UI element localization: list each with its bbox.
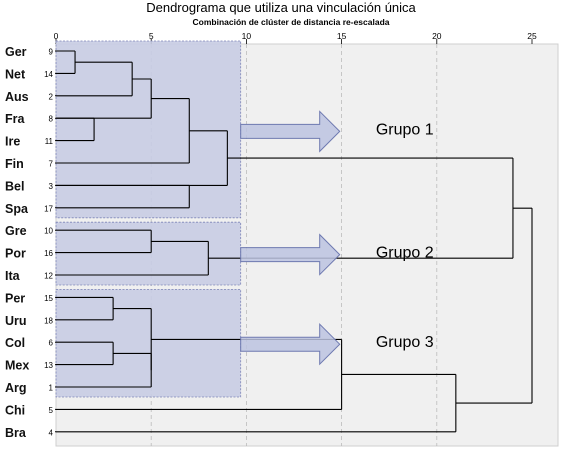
leaf-country-label: Ger xyxy=(5,45,27,59)
leaf-country-label: Fin xyxy=(5,157,24,171)
leaf-country-label: Gre xyxy=(5,224,27,238)
leaf-country-label: Bra xyxy=(5,426,27,440)
leaf-case-label: 15 xyxy=(44,294,53,303)
group-label: Grupo 3 xyxy=(376,334,434,351)
leaf-case-label: 3 xyxy=(49,182,54,191)
leaf-country-label: Aus xyxy=(5,90,29,104)
leaf-country-label: Spa xyxy=(5,202,29,216)
leaf-country-label: Ita xyxy=(5,269,21,283)
leaf-case-label: 14 xyxy=(44,70,53,79)
group-arrow xyxy=(240,322,341,366)
leaf-country-label: Ire xyxy=(5,135,20,149)
axis-tick-label: 25 xyxy=(527,31,537,41)
axis-tick-label: 15 xyxy=(337,31,347,41)
leaf-country-label: Uru xyxy=(5,314,27,328)
leaf-country-label: Arg xyxy=(5,381,27,395)
leaf-case-label: 1 xyxy=(49,384,54,393)
group-box xyxy=(55,40,242,219)
leaf-case-label: 4 xyxy=(49,428,54,437)
group-arrow xyxy=(240,110,341,153)
leaf-case-label: 11 xyxy=(45,137,54,146)
group-label: Grupo 2 xyxy=(376,245,434,262)
leaf-case-label: 18 xyxy=(44,316,53,325)
leaf-case-label: 12 xyxy=(44,272,53,281)
group-label: Grupo 1 xyxy=(376,121,434,138)
axis-tick-label: 0 xyxy=(54,31,59,41)
axis-tick-label: 10 xyxy=(242,31,252,41)
group-arrow xyxy=(240,233,341,276)
axis-tick-label: 5 xyxy=(149,31,154,41)
leaf-country-label: Col xyxy=(5,336,25,350)
leaf-case-label: 13 xyxy=(44,361,53,370)
axis-tick-label: 20 xyxy=(432,31,442,41)
leaf-country-label: Mex xyxy=(5,359,29,373)
leaf-case-label: 6 xyxy=(49,339,54,348)
leaf-case-label: 8 xyxy=(49,115,54,124)
leaf-case-label: 7 xyxy=(49,160,54,169)
leaf-country-label: Fra xyxy=(5,112,26,126)
leaf-case-label: 2 xyxy=(49,92,54,101)
leaf-country-label: Bel xyxy=(5,179,24,193)
leaf-case-label: 9 xyxy=(49,48,54,57)
group-box xyxy=(55,221,242,286)
leaf-country-label: Per xyxy=(5,291,25,305)
leaf-country-label: Net xyxy=(5,67,26,81)
chart-subtitle: Combinación de clúster de distancia re-e… xyxy=(193,17,390,27)
leaf-country-label: Chi xyxy=(5,403,25,417)
leaf-case-label: 5 xyxy=(49,406,54,415)
chart-title: Dendrograma que utiliza una vinculación … xyxy=(146,0,416,15)
leaf-case-label: 17 xyxy=(44,204,53,213)
group-box xyxy=(55,288,242,398)
leaf-country-label: Por xyxy=(5,247,26,261)
leaf-case-label: 16 xyxy=(44,249,53,258)
leaf-case-label: 10 xyxy=(44,227,53,236)
